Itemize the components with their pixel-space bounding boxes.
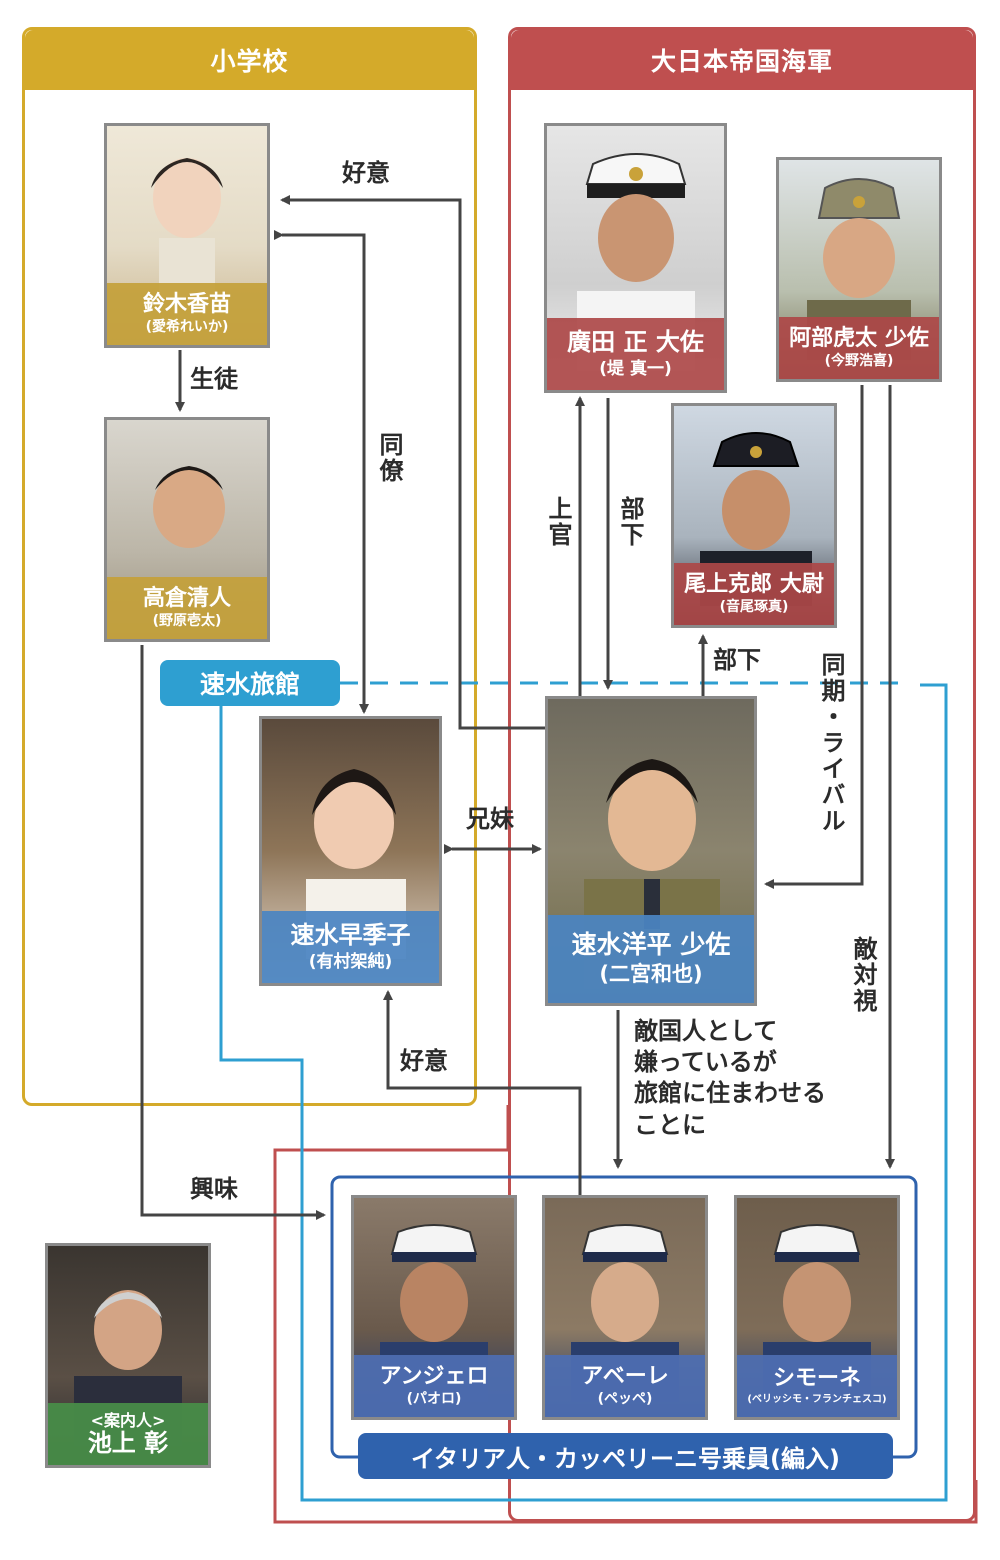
arrow-douki xyxy=(764,385,864,889)
caption-hirota: 廣田 正 大佐 (堤 真一) xyxy=(547,318,724,390)
caption-suzuki: 鈴木香苗 (愛希れいか) xyxy=(107,283,267,345)
actor-simone: (ベリッシモ・フランチェスコ) xyxy=(747,1393,887,1405)
actor-yohei: (二宮和也) xyxy=(599,961,703,986)
card-suzuki: 鈴木香苗 (愛希れいか) xyxy=(104,123,270,348)
label-tekitaishi: 敵対視 xyxy=(849,936,877,1014)
caption-ikegami: <案内人> 池上 彰 xyxy=(48,1403,208,1465)
name-suzuki: 鈴木香苗 xyxy=(142,291,231,317)
label-joukan: 上官 xyxy=(544,496,572,548)
card-sakiko: 速水早季子 (有村架純) xyxy=(259,716,442,986)
label-kirai-line4: ことに xyxy=(634,1110,706,1139)
caption-yohei: 速水洋平 少佐 (二宮和也) xyxy=(548,915,754,1003)
arrow-koui-top xyxy=(280,195,545,730)
navy-enclosure-line xyxy=(273,1105,978,1524)
label-koui-top: 好意 xyxy=(342,159,390,187)
card-yohei: 速水洋平 少佐 (二宮和也) xyxy=(545,696,757,1006)
label-douki: 同期・ライバル xyxy=(817,652,845,834)
caption-sakiko: 速水早季子 (有村架純) xyxy=(262,911,439,983)
card-angelo: アンジェロ (パオロ) xyxy=(351,1195,517,1420)
caption-takakura: 高倉清人 (野原壱太) xyxy=(107,577,267,639)
school-group: 小学校 xyxy=(22,27,477,1106)
label-kirai-line2: 嫌っているが xyxy=(634,1048,777,1077)
actor-onoue: (音尾琢真) xyxy=(719,599,789,616)
name-angelo: アンジェロ xyxy=(379,1363,489,1389)
name-yohei: 速水洋平 少佐 xyxy=(571,930,731,960)
card-takakura: 高倉清人 (野原壱太) xyxy=(104,417,270,642)
name-hirota: 廣田 正 大佐 xyxy=(567,328,704,356)
actor-suzuki: (愛希れいか) xyxy=(145,319,229,336)
name-simone: シモーネ xyxy=(772,1366,861,1392)
label-koui-bottom: 好意 xyxy=(400,1047,448,1075)
label-doryo: 同僚 xyxy=(375,432,403,484)
card-onoue: 尾上克郎 大尉 (音尾琢真) xyxy=(671,403,837,628)
actor-sakiko: (有村架純) xyxy=(308,951,393,972)
label-buka1: 部下 xyxy=(616,496,644,548)
name-ikegami: 池上 彰 xyxy=(87,1428,169,1457)
italian-tag: イタリア人・カッペリーニ号乗員(編入) xyxy=(358,1433,893,1479)
portrait-takakura-icon xyxy=(153,466,225,548)
label-kirai-line1: 敵国人として xyxy=(634,1017,778,1045)
caption-angelo: アンジェロ (パオロ) xyxy=(354,1355,514,1417)
card-simone: シモーネ (ベリッシモ・フランチェスコ) xyxy=(734,1195,900,1420)
actor-angelo: (パオロ) xyxy=(406,1391,462,1408)
navy-group-title: 大日本帝国海軍 xyxy=(650,47,833,76)
label-kirai: 敵国人として 嫌っているが 旅館に住まわせる ことに xyxy=(634,1016,826,1141)
actor-abele: (ペッペ) xyxy=(597,1391,653,1408)
actor-hirota: (堤 真一) xyxy=(599,358,672,379)
actor-abe: (今野浩喜) xyxy=(824,353,894,370)
caption-simone: シモーネ (ベリッシモ・フランチェスコ) xyxy=(737,1355,897,1417)
name-takakura: 高倉清人 xyxy=(142,585,231,611)
label-kyoudai: 兄妹 xyxy=(466,805,514,833)
arrow-doryo xyxy=(274,230,369,714)
card-hirota: 廣田 正 大佐 (堤 真一) xyxy=(544,123,727,393)
label-kyoumi: 興味 xyxy=(190,1175,238,1203)
card-abe: 阿部虎太 少佐 (今野浩喜) xyxy=(776,157,942,382)
navy-group-header: 大日本帝国海軍 xyxy=(511,30,973,90)
school-group-title: 小学校 xyxy=(210,47,289,76)
ryokan-line-left xyxy=(219,683,948,1502)
card-abele: アベーレ (ペッペ) xyxy=(542,1195,708,1420)
role-ikegami: <案内人> xyxy=(90,1410,166,1430)
label-buka2: 部下 xyxy=(713,646,761,674)
caption-abe: 阿部虎太 少佐 (今野浩喜) xyxy=(779,317,939,379)
caption-onoue: 尾上克郎 大尉 (音尾琢真) xyxy=(674,563,834,625)
school-group-header: 小学校 xyxy=(25,30,474,90)
italian-tag-title: イタリア人・カッペリーニ号乗員(編入) xyxy=(411,1444,840,1473)
ryokan-tag-title: 速水旅館 xyxy=(199,670,300,699)
name-abe: 阿部虎太 少佐 xyxy=(789,325,929,351)
actor-takakura: (野原壱太) xyxy=(152,613,222,630)
label-kirai-line3: 旅館に住まわせる xyxy=(634,1079,826,1108)
arrow-kyoumi xyxy=(140,645,326,1220)
arrow-koui-bottom xyxy=(383,990,582,1195)
caption-abele: アベーレ (ペッペ) xyxy=(545,1355,705,1417)
name-onoue: 尾上克郎 大尉 xyxy=(684,571,824,597)
name-sakiko: 速水早季子 xyxy=(290,921,411,949)
name-abele: アベーレ xyxy=(581,1363,669,1389)
card-ikegami: <案内人> 池上 彰 xyxy=(45,1243,211,1468)
navy-group: 大日本帝国海軍 xyxy=(508,27,976,1522)
ryokan-tag: 速水旅館 xyxy=(160,660,340,706)
label-seito: 生徒 xyxy=(190,365,238,393)
